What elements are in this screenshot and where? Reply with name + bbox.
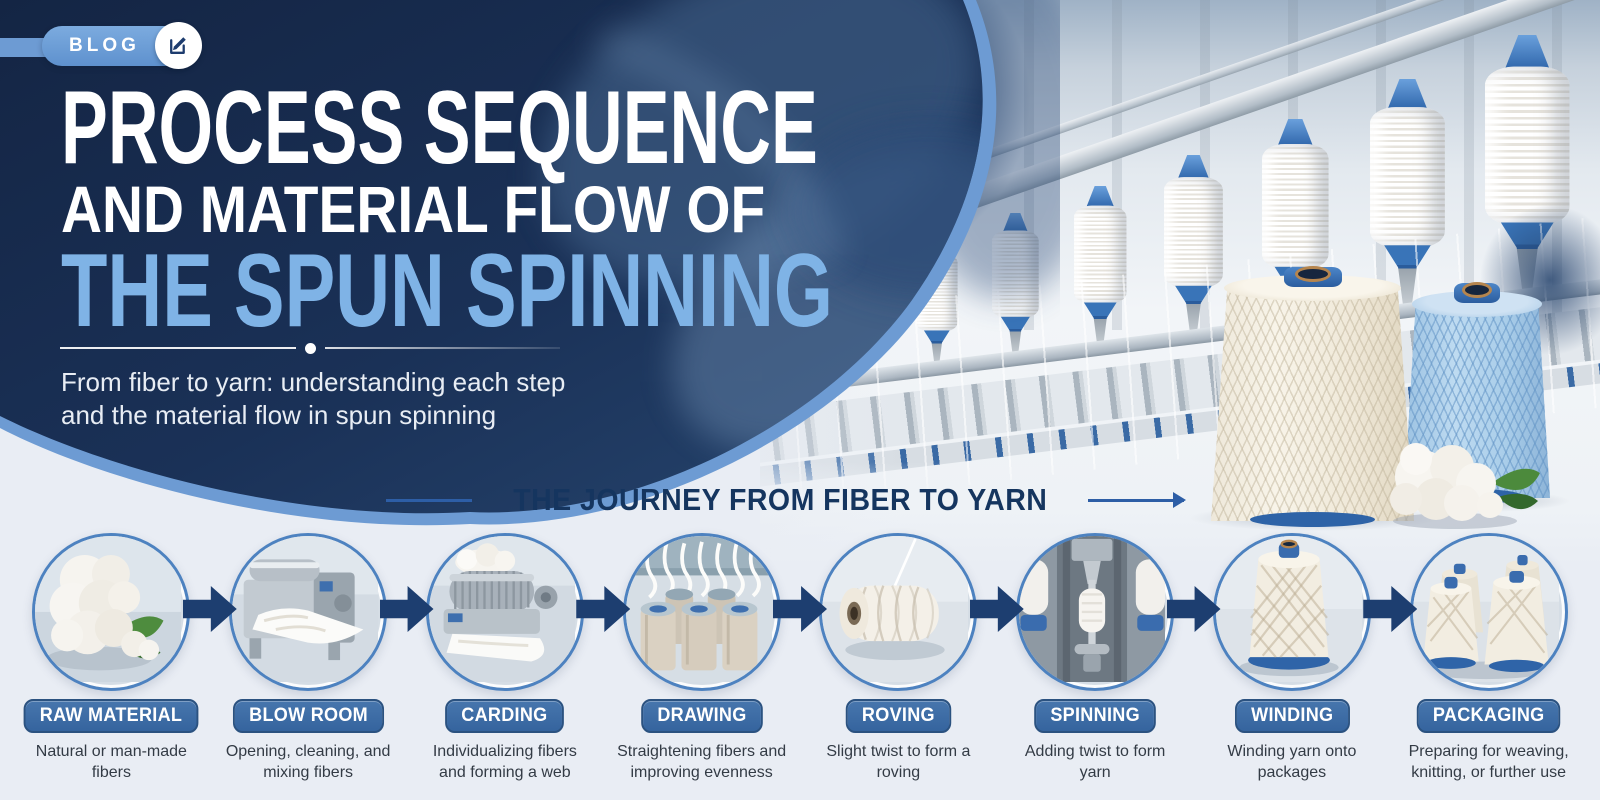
step-blow-room: BLOW ROOM Opening, cleaning, and mixing … (221, 533, 396, 783)
step-image-winding (1212, 533, 1371, 691)
yarn-cone-group-icon (1412, 536, 1559, 682)
step-label-packaging: PACKAGING (1416, 699, 1561, 733)
step-label-spinning: SPINNING (1034, 699, 1157, 733)
step-image-raw-material (32, 533, 191, 691)
step-image-blow-room (229, 533, 388, 691)
step-label-winding: WINDING (1234, 699, 1350, 733)
step-image-drawing (622, 533, 781, 691)
step-description-packaging: Preparing for weaving, knitting, or furt… (1408, 743, 1569, 782)
step-raw-material: RAW MATERIAL Natural or man-made fibers (24, 533, 199, 783)
badge-edge-strip (0, 38, 52, 57)
blog-badge[interactable]: BLOG (42, 22, 202, 69)
subtitle-line-1: From fiber to yarn: understanding each s… (61, 367, 566, 397)
bobbin-graphic (1485, 35, 1570, 299)
step-roving: ROVING Slight twist to form a roving (811, 533, 986, 783)
bobbin-graphic (1262, 119, 1329, 327)
step-description-raw-material: Natural or man-made fibers (35, 743, 187, 782)
heading-arrow-icon (1088, 491, 1187, 508)
step-winding: WINDING Winding yarn onto packages (1205, 533, 1380, 783)
hero-title-block: PROCESS SEQUENCE AND MATERIAL FLOW OF TH… (61, 70, 1182, 349)
step-label-blow-room: BLOW ROOM (232, 699, 384, 733)
journey-heading-row: THE JOURNEY FROM FIBER TO YARN (0, 482, 1570, 518)
step-label-raw-material: RAW MATERIAL (24, 699, 199, 733)
step-label-carding: CARDING (445, 699, 565, 733)
cotton-boll-graphic (1390, 443, 1540, 529)
step-description-drawing: Straightening fibers and improving evenn… (617, 743, 787, 782)
main-title-line-1: PROCESS SEQUENCE (61, 70, 818, 186)
step-carding: CARDING Individualizing fibers and formi… (418, 533, 593, 783)
step-description-spinning: Adding twist to form yarn (1024, 743, 1166, 782)
step-image-packaging (1409, 533, 1568, 691)
step-label-roving: ROVING (845, 699, 951, 733)
hero-subtitle: From fiber to yarn: understanding each s… (61, 366, 565, 432)
blog-badge-label: BLOG (69, 35, 140, 56)
main-title-line-3: THE SPUN SPINNING (61, 233, 833, 349)
step-description-carding: Individualizing fibers and forming a web (432, 743, 577, 782)
step-spinning: SPINNING Adding twist to form yarn (1008, 533, 1183, 783)
step-image-spinning (1016, 533, 1175, 691)
carding-machine-icon (428, 536, 575, 682)
spinning-mill-photo (760, 0, 1600, 565)
journey-heading: THE JOURNEY FROM FIBER TO YARN (512, 482, 1048, 517)
step-label-drawing: DRAWING (640, 699, 763, 733)
step-image-roving (819, 533, 978, 691)
step-image-carding (425, 533, 584, 691)
divider-dot (304, 342, 316, 354)
step-packaging: PACKAGING Preparing for weaving, knittin… (1401, 533, 1576, 783)
blow-room-machine-icon (232, 536, 379, 682)
navy-hero-panel (0, 0, 1060, 526)
subtitle-line-2: and the material flow in spun spinning (61, 400, 497, 430)
main-title-line-2: AND MATERIAL FLOW OF (61, 172, 766, 246)
step-description-blow-room: Opening, cleaning, and mixing fibers (225, 743, 391, 782)
ring-spinning-frame-icon (1019, 536, 1166, 682)
cotton-fibers-icon (35, 536, 182, 682)
title-divider (60, 342, 560, 354)
compose-pencil-icon (154, 22, 202, 69)
step-drawing: DRAWING Straightening fibers and improvi… (614, 533, 789, 783)
step-description-roving: Slight twist to form a roving (826, 743, 971, 782)
bobbin-graphic (1370, 79, 1445, 313)
step-description-winding: Winding yarn onto packages (1227, 743, 1357, 782)
cream-yarn-cone (1205, 267, 1420, 527)
roving-bobbin-icon (822, 536, 969, 682)
sliver-cans-icon (625, 536, 772, 682)
yarn-cone-icon (1215, 536, 1362, 682)
heading-dash (385, 498, 472, 502)
process-steps-row: RAW MATERIAL Natural or man-made fibers (24, 533, 1576, 783)
